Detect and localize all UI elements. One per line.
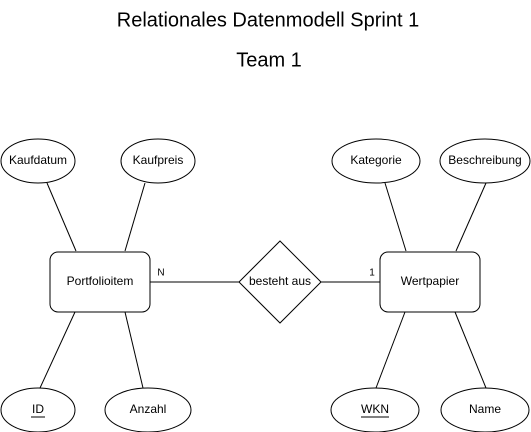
relationship-besteht-aus[interactable]: besteht aus — [238, 240, 322, 324]
connectors — [39, 182, 487, 389]
diagram-subtitle: Team 1 — [236, 49, 302, 71]
edge-id-portfolioitem — [39, 311, 76, 389]
attribute-wkn[interactable]: WKN — [330, 387, 420, 432]
entity-wertpapier-label: Wertpapier — [401, 274, 459, 288]
attribute-kaufpreis-label: Kaufpreis — [133, 153, 184, 167]
attribute-kaufdatum[interactable]: Kaufdatum — [0, 138, 76, 184]
entity-portfolioitem-label: Portfolioitem — [67, 274, 134, 288]
attribute-wkn-label: WKN — [361, 402, 389, 416]
entity-wertpapier[interactable]: Wertpapier — [379, 251, 481, 313]
attribute-id-label: ID — [32, 402, 44, 416]
edge-name-wertpapier — [454, 311, 487, 389]
attribute-name-label: Name — [469, 402, 501, 416]
attribute-id[interactable]: ID — [0, 387, 76, 432]
attribute-name[interactable]: Name — [440, 387, 530, 432]
attribute-beschreibung-label: Beschreibung — [448, 153, 521, 167]
attribute-kategorie[interactable]: Kategorie — [331, 138, 421, 184]
edge-wkn-wertpapier — [375, 311, 406, 389]
edge-kategorie-wertpapier — [384, 182, 407, 252]
cardinality-portfolioitem: N — [157, 268, 164, 279]
attribute-beschreibung[interactable]: Beschreibung — [439, 138, 531, 184]
cardinality-wertpapier: 1 — [369, 268, 375, 279]
edge-anzahl-portfolioitem — [124, 311, 144, 389]
attribute-kaufdatum-label: Kaufdatum — [9, 153, 67, 167]
attribute-anzahl-label: Anzahl — [130, 402, 167, 416]
attribute-kategorie-label: Kategorie — [350, 153, 402, 167]
edge-kaufpreis-portfolioitem — [124, 182, 146, 252]
edge-beschreibung-wertpapier — [455, 182, 487, 252]
relationship-label: besteht aus — [249, 274, 311, 288]
attribute-anzahl[interactable]: Anzahl — [104, 387, 192, 432]
attribute-kaufpreis[interactable]: Kaufpreis — [120, 138, 196, 184]
entity-portfolioitem[interactable]: Portfolioitem — [49, 251, 151, 313]
diagram-title: Relationales Datenmodell Sprint 1 — [117, 9, 419, 31]
edge-kaufdatum-portfolioitem — [46, 182, 77, 252]
